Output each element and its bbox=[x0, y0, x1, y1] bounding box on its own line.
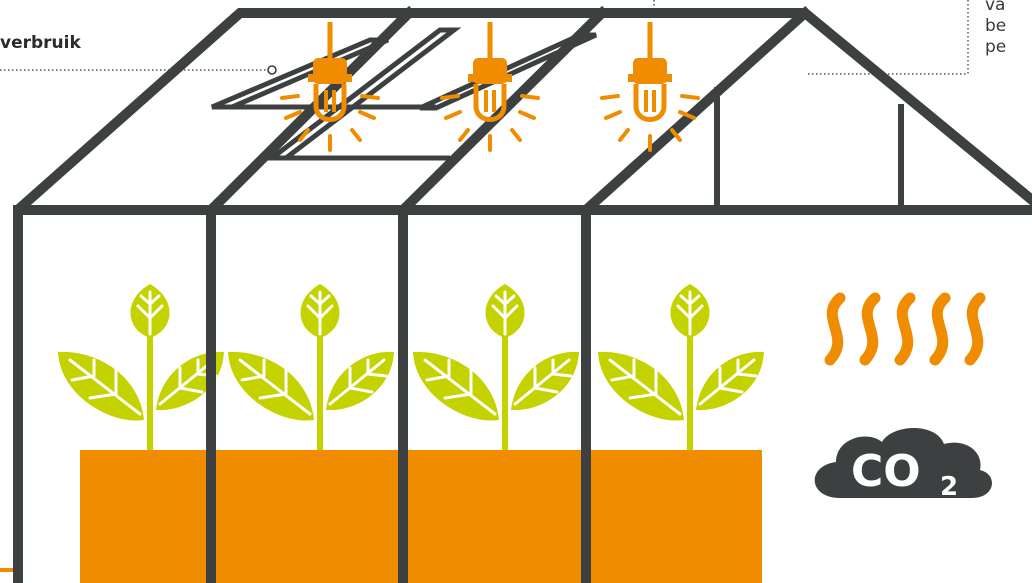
plant-icon bbox=[413, 284, 579, 450]
orange-corner-mark bbox=[0, 568, 14, 572]
right-callout-line-1: va bbox=[985, 0, 1006, 16]
heat-waves bbox=[830, 298, 980, 360]
lamp-icon bbox=[602, 22, 698, 150]
right-callout-text: va be pe bbox=[985, 0, 1006, 58]
right-callout-line-3: pe bbox=[985, 37, 1006, 58]
heat-wave bbox=[830, 298, 840, 360]
gable-frame bbox=[717, 87, 901, 210]
heat-wave bbox=[865, 298, 875, 360]
right-callout-line-2: be bbox=[985, 16, 1006, 37]
co2-text: CO bbox=[851, 446, 921, 497]
plant-icon bbox=[228, 284, 394, 450]
heat-wave bbox=[900, 298, 910, 360]
co2-cloud: CO 2 bbox=[815, 428, 992, 502]
roof-vents bbox=[212, 30, 596, 158]
heat-wave bbox=[935, 298, 945, 360]
heat-wave bbox=[970, 298, 980, 360]
soil-tray bbox=[80, 450, 762, 583]
left-leader-dot bbox=[268, 66, 276, 74]
plant-icon bbox=[58, 284, 224, 450]
energy-callout-label: verbruik bbox=[0, 33, 81, 53]
co2-subscript: 2 bbox=[940, 472, 958, 502]
plants-group bbox=[58, 284, 764, 450]
plant-icon bbox=[598, 284, 764, 450]
